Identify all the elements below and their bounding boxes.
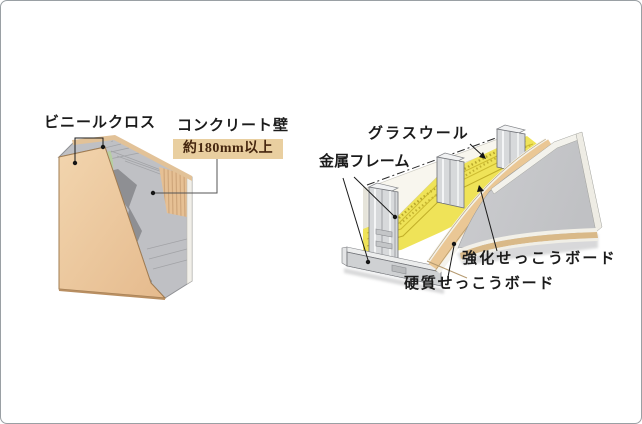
right-leader-markers — [365, 152, 486, 265]
label-glass-wool: グラスウール — [368, 126, 470, 142]
glasswool-arrowhead — [479, 152, 486, 159]
block-bottom-edge — [58, 289, 166, 300]
label-vinyl-cloth: ビニールクロス — [44, 115, 157, 131]
floor-track — [341, 246, 442, 288]
board-edge-white — [186, 174, 193, 285]
partition-wall-block — [341, 124, 603, 294]
label-concrete-wall: コンクリート壁 — [177, 118, 290, 134]
label-metal-frame: 金属フレーム — [319, 154, 410, 170]
outer-board-end-edge — [575, 131, 603, 233]
vinyl-cloth-face — [58, 146, 167, 299]
bottom-edge-paper — [459, 228, 597, 253]
stud-middle — [436, 152, 465, 209]
shadow-left — [344, 268, 444, 294]
label-reinforced-gypsum-board: 強化せっこうボード — [462, 251, 617, 267]
thickness-badge: 約180mm以上 — [173, 139, 283, 159]
left-leader-lines — [74, 137, 218, 194]
outer-board — [457, 131, 603, 262]
top-back-edge — [72, 135, 192, 181]
label-hard-gypsum-board: 硬質せっこうボード — [404, 276, 556, 292]
bottom-edge-core — [460, 232, 598, 259]
concrete-wall-block — [57, 135, 193, 300]
bottom-edge-paper2 — [461, 238, 598, 262]
kyoka-arrowhead — [477, 185, 484, 192]
left-leader-dots — [72, 144, 156, 196]
stud-left — [367, 182, 400, 265]
right-leader-lines — [342, 143, 498, 278]
wall-continuation-line — [366, 130, 516, 186]
